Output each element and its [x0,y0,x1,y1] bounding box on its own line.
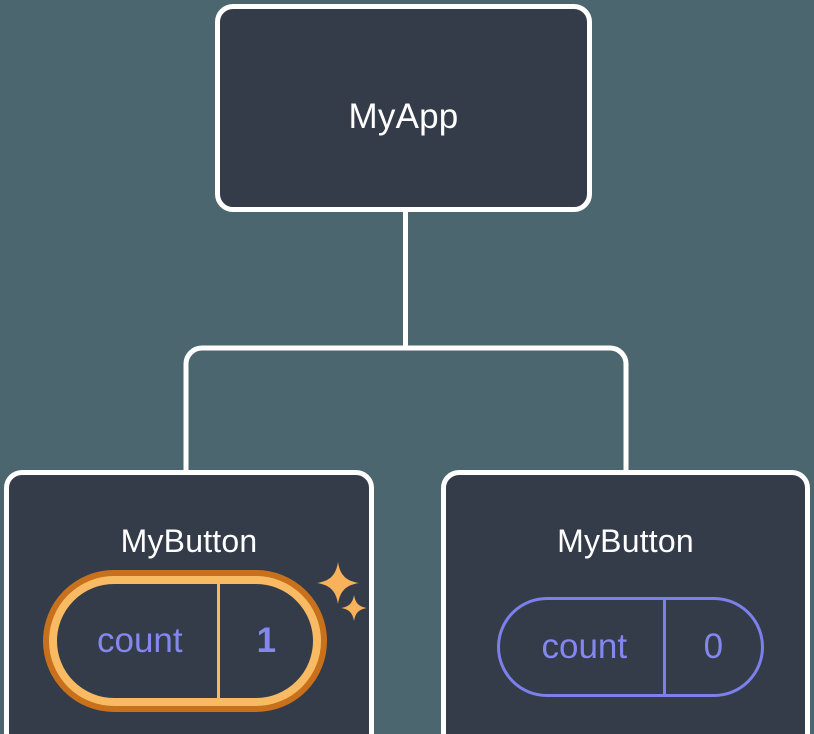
state-key-label: count [541,627,628,666]
state-value-label: 1 [256,621,277,660]
sparkle-icon-small [340,594,368,622]
state-pill-content: count 1 [57,584,313,698]
edge-branch-bar-left [183,345,406,470]
state-pill-divider [662,600,666,694]
node-myapp-label: MyApp [348,97,459,136]
state-value-label: 0 [703,627,724,666]
node-mybutton-right[interactable]: MyButton count 0 [441,470,810,734]
state-pill-plain[interactable]: count 0 [497,597,764,697]
node-mybutton-left-label: MyButton [120,523,258,559]
edge-branch-bar-right [405,345,629,470]
sparkle-icon-large [316,561,360,605]
node-mybutton-right-label: MyButton [557,523,694,559]
state-pill-highlighted[interactable]: count 1 [43,570,327,712]
state-pill-inner-ring [49,576,321,706]
node-myapp[interactable]: MyApp [215,4,592,212]
state-pill-outer-ring [43,570,327,712]
state-key-label: count [96,621,183,660]
state-pill-divider [216,584,220,698]
